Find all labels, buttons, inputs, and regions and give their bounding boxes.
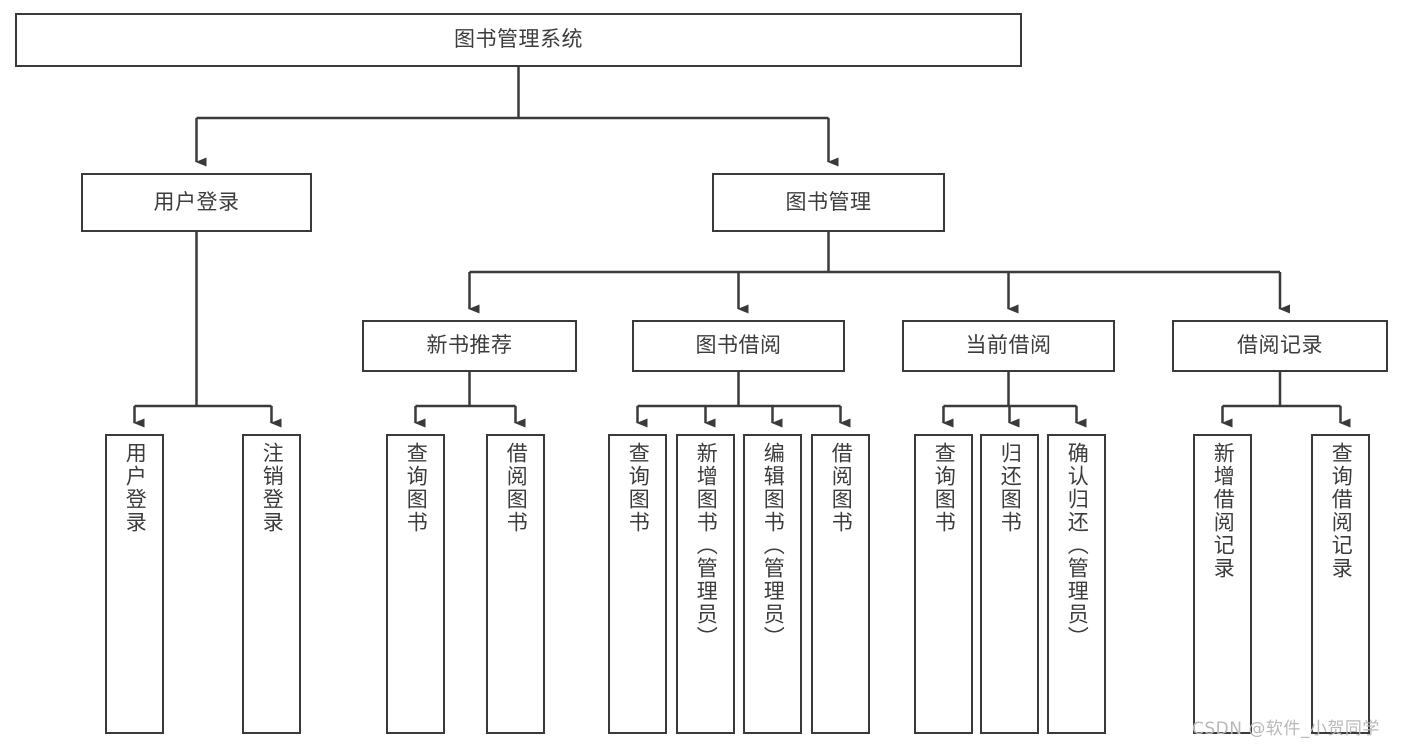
node-book-borrow[interactable]: 图书借阅 bbox=[632, 320, 845, 372]
node-leaf-query-book-1[interactable]: 查询图书 bbox=[386, 434, 445, 734]
node-label: 新增图书（管理员） bbox=[694, 442, 719, 649]
node-label: 用户登录 bbox=[153, 189, 240, 214]
node-label: 当前借阅 bbox=[965, 333, 1052, 358]
node-borrow-record[interactable]: 借阅记录 bbox=[1172, 320, 1388, 372]
node-leaf-query-book-2[interactable]: 查询图书 bbox=[608, 434, 667, 734]
node-book-manage[interactable]: 图书管理 bbox=[712, 173, 945, 232]
node-leaf-edit-book[interactable]: 编辑图书（管理员） bbox=[743, 434, 802, 734]
node-label: 归还图书 bbox=[998, 442, 1023, 534]
node-label: 借阅图书 bbox=[504, 442, 529, 534]
node-leaf-confirm-return[interactable]: 确认归还（管理员） bbox=[1047, 434, 1106, 734]
node-root[interactable]: 图书管理系统 bbox=[15, 13, 1022, 67]
node-user-login[interactable]: 用户登录 bbox=[81, 173, 312, 232]
node-label: 编辑图书（管理员） bbox=[761, 442, 786, 649]
node-leaf-user-logout[interactable]: 注销登录 bbox=[242, 434, 301, 734]
node-leaf-user-login[interactable]: 用户登录 bbox=[105, 434, 164, 734]
node-label: 图书管理 bbox=[785, 189, 872, 214]
node-leaf-query-book-3[interactable]: 查询图书 bbox=[914, 434, 973, 734]
node-label: 查询借阅记录 bbox=[1329, 442, 1354, 580]
node-leaf-add-borrow-record[interactable]: 新增借阅记录 bbox=[1193, 434, 1252, 734]
node-label: 注销登录 bbox=[260, 442, 285, 534]
node-label: 用户登录 bbox=[123, 442, 148, 534]
node-leaf-borrow-book-1[interactable]: 借阅图书 bbox=[486, 434, 545, 734]
csdn-watermark: CSDN @软件_小贺同学 bbox=[1192, 719, 1380, 739]
node-label: 图书管理系统 bbox=[454, 27, 583, 52]
node-label: 图书借阅 bbox=[695, 333, 782, 358]
node-label: 确认归还（管理员） bbox=[1065, 442, 1090, 649]
node-label: 查询图书 bbox=[404, 442, 429, 534]
node-label: 查询图书 bbox=[626, 442, 651, 534]
node-leaf-borrow-book-2[interactable]: 借阅图书 bbox=[811, 434, 870, 734]
node-label: 借阅记录 bbox=[1237, 333, 1323, 358]
node-leaf-query-borrow-record[interactable]: 查询借阅记录 bbox=[1311, 434, 1370, 734]
node-label: 新增借阅记录 bbox=[1211, 442, 1236, 580]
node-leaf-return-book[interactable]: 归还图书 bbox=[980, 434, 1039, 734]
node-current-borrow[interactable]: 当前借阅 bbox=[902, 320, 1115, 372]
node-label: 查询图书 bbox=[932, 442, 957, 534]
node-leaf-add-book[interactable]: 新增图书（管理员） bbox=[676, 434, 735, 734]
node-label: 借阅图书 bbox=[829, 442, 854, 534]
node-new-book-recommend[interactable]: 新书推荐 bbox=[362, 320, 577, 372]
node-label: 新书推荐 bbox=[426, 333, 513, 358]
